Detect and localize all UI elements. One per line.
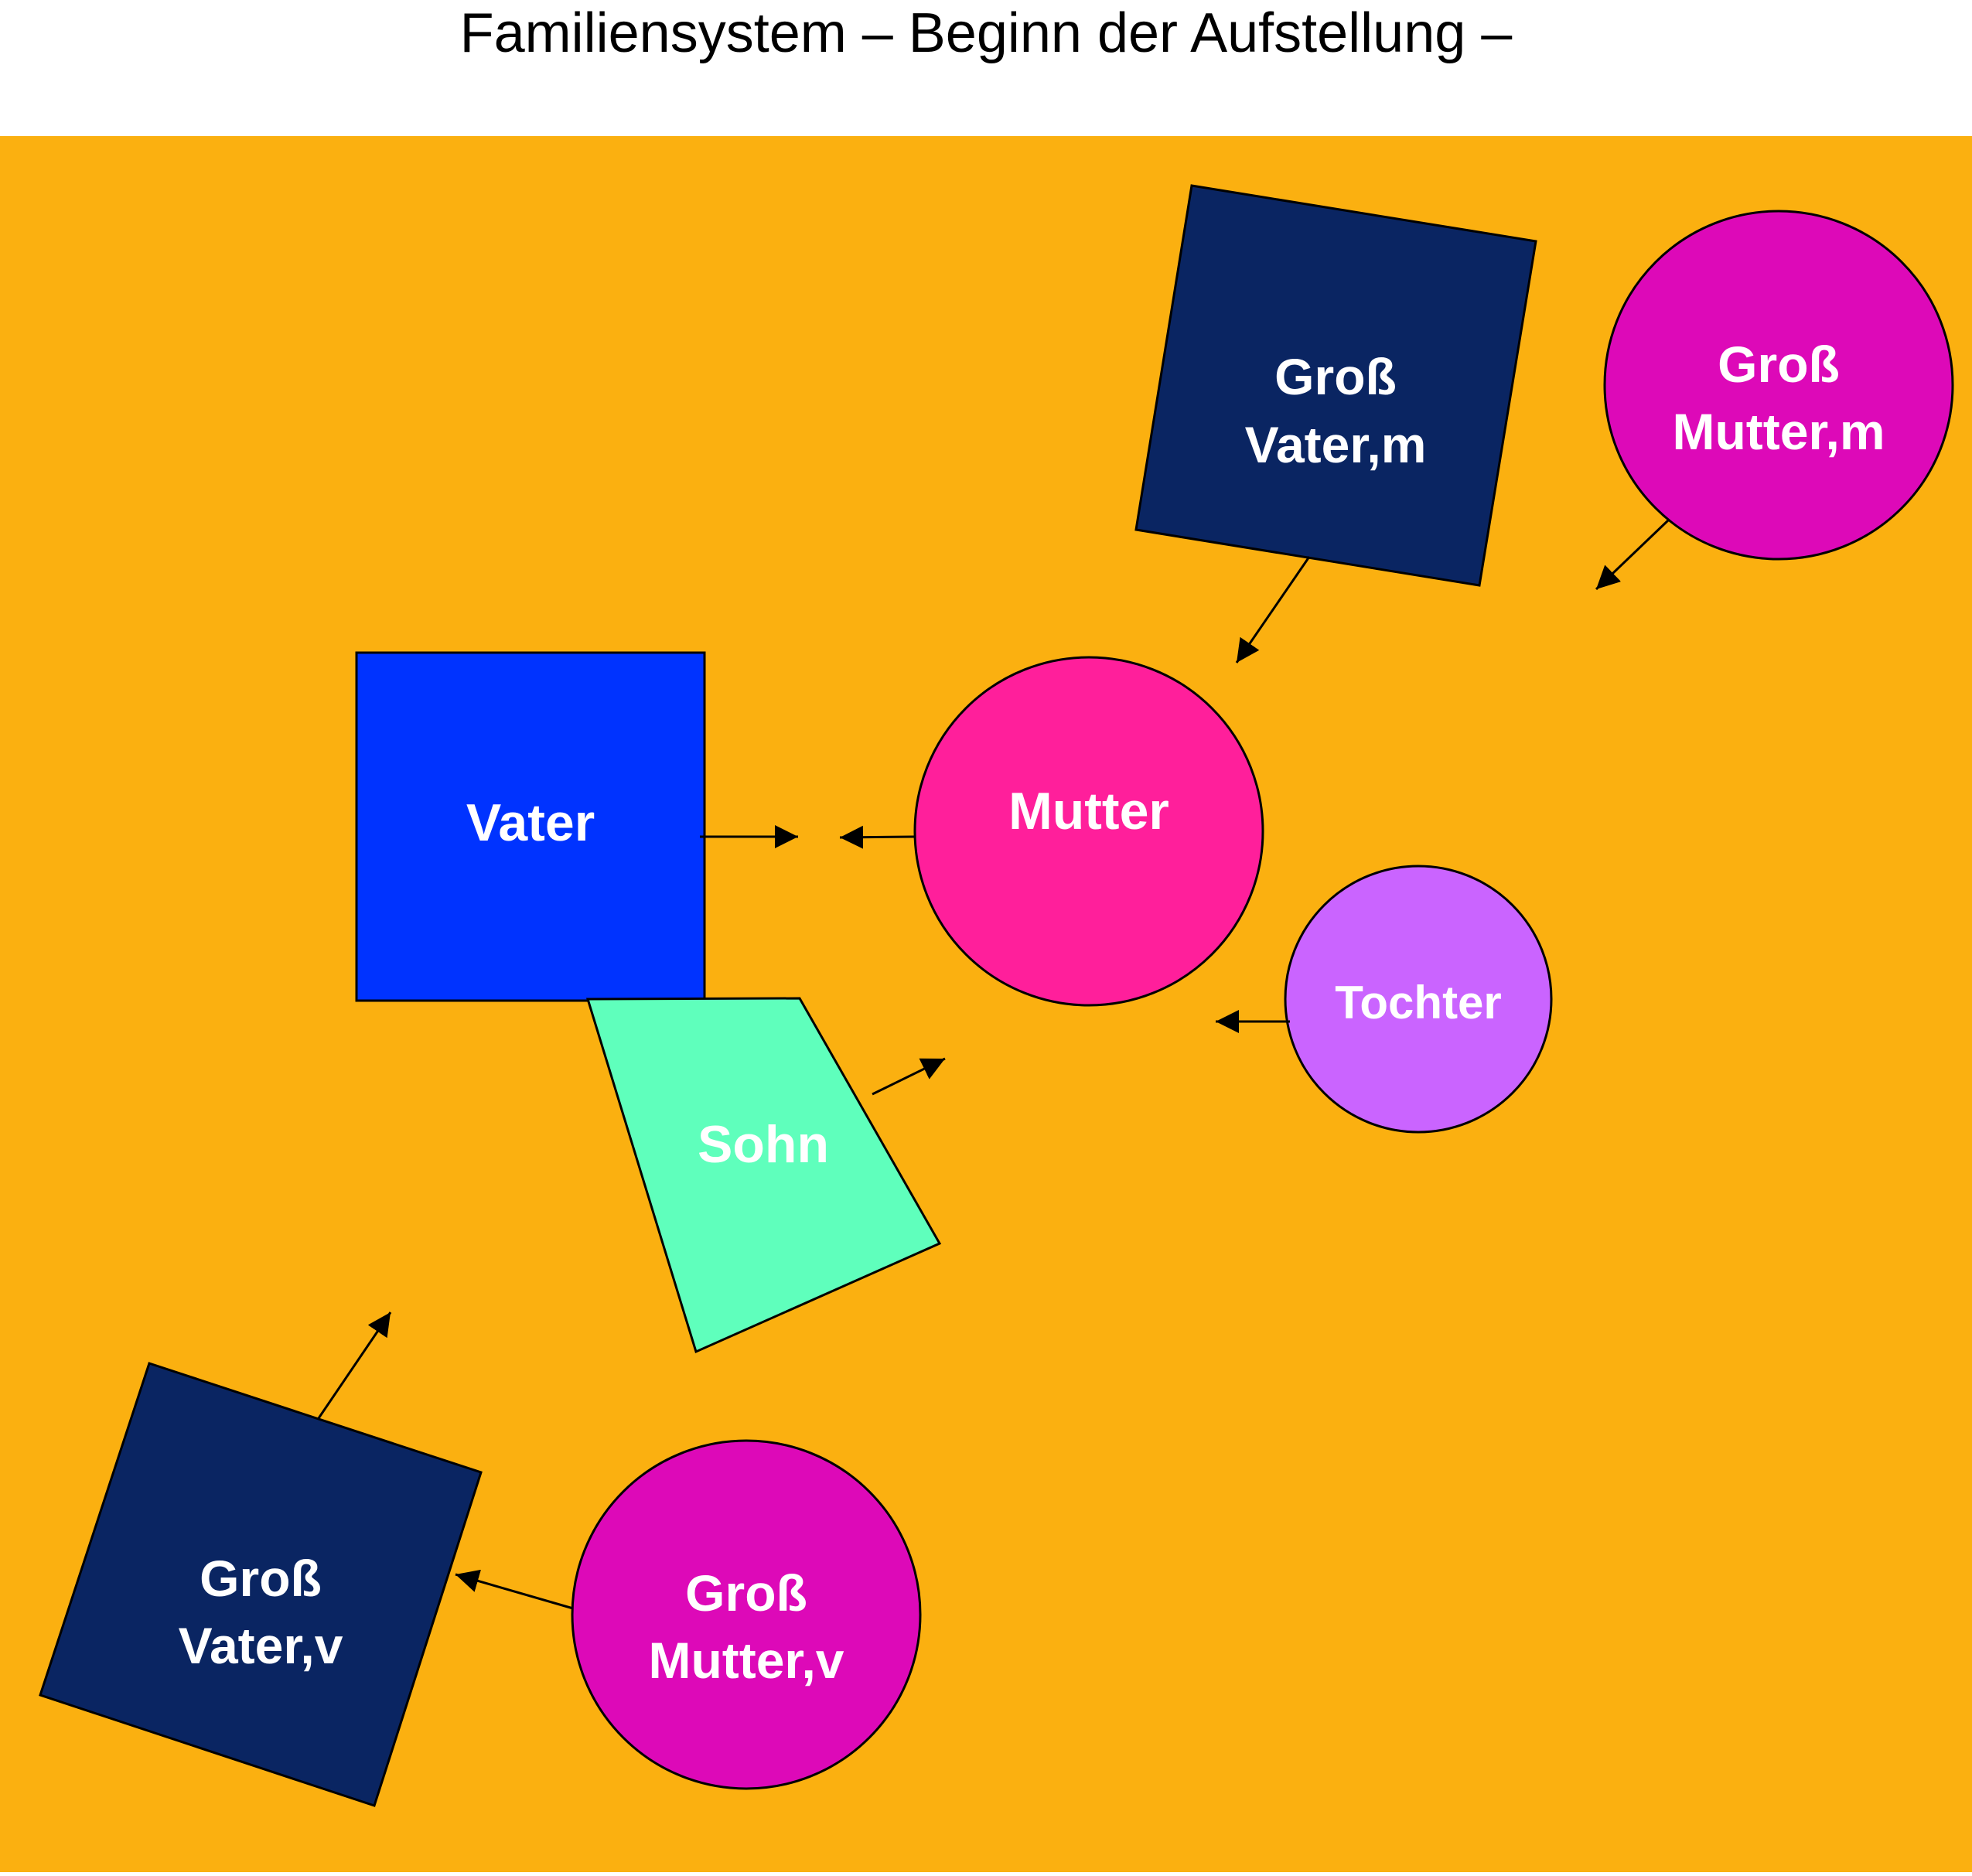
grossvater-v-line1: Groß (200, 1550, 322, 1607)
tochter-figure: Tochter (1284, 865, 1553, 1134)
grossvater-m-line2: Vater,m (1245, 416, 1427, 473)
arrow-grossvater-m (1235, 556, 1311, 663)
mutter-label: Mutter (1008, 782, 1169, 841)
tochter-label: Tochter (1335, 977, 1502, 1028)
grossvater-m-figure: Groß Vater,m (1134, 184, 1537, 587)
grossmutter-v-line2: Mutter,v (648, 1632, 844, 1689)
viewing-direction-arrows (317, 519, 1670, 1610)
constellation-field: Groß Vater,m Groß Mutter,m Vater Mutter … (0, 136, 1972, 1872)
arrow-grossmutter-m (1595, 519, 1670, 591)
grossmutter-m-line2: Mutter,m (1672, 403, 1885, 460)
grossvater-v-line2: Vater,v (179, 1617, 343, 1674)
arrow-grossmutter-v (455, 1569, 574, 1610)
grossmutter-m-figure: Groß Mutter,m (1603, 210, 1954, 561)
vater-figure: Vater (355, 651, 706, 1002)
grossmutter-v-line1: Groß (685, 1564, 807, 1622)
vater-label: Vater (466, 793, 595, 852)
constellation-svg: Groß Vater,m Groß Mutter,m Vater Mutter … (0, 136, 1972, 1872)
grossmutter-m-line1: Groß (1718, 336, 1840, 393)
arrow-sohn (872, 1057, 946, 1096)
grossvater-m-line1: Groß (1274, 348, 1397, 405)
sohn-figure: Sohn (585, 997, 942, 1354)
grossmutter-v-figure: Groß Mutter,v (571, 1439, 922, 1790)
sohn-label: Sohn (698, 1115, 829, 1174)
arrow-grossvater-v (317, 1311, 392, 1419)
mutter-figure: Mutter (913, 656, 1264, 1007)
grossvater-v-figure: Groß Vater,v (39, 1362, 483, 1807)
diagram-title: Familiensystem – Beginn der Aufstellung … (459, 2, 1513, 64)
